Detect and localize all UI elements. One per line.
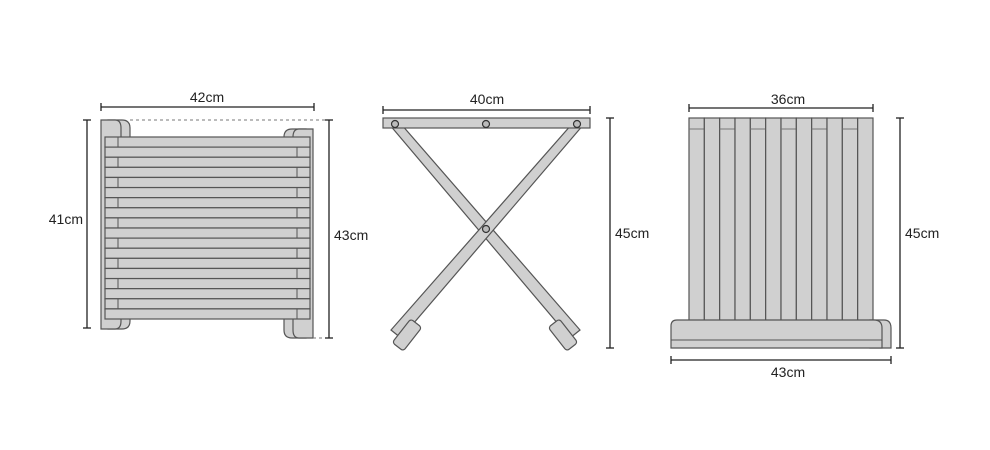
top-view: 42cm 41cm 43cm bbox=[49, 89, 368, 339]
seat-slat bbox=[104, 308, 311, 320]
height-label: 45cm bbox=[615, 225, 649, 241]
base-width-label: 43cm bbox=[771, 364, 805, 380]
width-label: 42cm bbox=[190, 89, 224, 105]
seat-slat bbox=[841, 117, 859, 323]
seat-slat bbox=[734, 117, 751, 323]
seat-slat bbox=[104, 288, 311, 300]
seat-slat bbox=[104, 186, 311, 199]
bolt-icon bbox=[390, 119, 400, 129]
seat-slat bbox=[719, 117, 736, 323]
seat-slat bbox=[104, 217, 311, 229]
side-view: 40cm 45cm bbox=[382, 91, 649, 351]
seat-slat bbox=[104, 176, 311, 189]
foot-cap-left bbox=[392, 319, 422, 351]
seat-slat bbox=[826, 117, 843, 323]
bolt-icon bbox=[572, 119, 582, 129]
seat-slat bbox=[104, 237, 311, 249]
seat-slat bbox=[104, 277, 311, 290]
top-width-label: 36cm bbox=[771, 91, 805, 107]
bolt-icon bbox=[481, 119, 491, 129]
seat-slat bbox=[104, 267, 311, 280]
pivot-bolt-icon bbox=[481, 224, 491, 234]
front-view: 36cm 45cm 43cm bbox=[670, 91, 939, 380]
seat-slat bbox=[857, 117, 874, 323]
seat-slat bbox=[688, 117, 705, 323]
seat-slat bbox=[811, 117, 828, 323]
overall-label: 43cm bbox=[334, 227, 368, 243]
seat-slat bbox=[104, 298, 311, 310]
seat-slat bbox=[749, 117, 767, 323]
seat-slat bbox=[104, 166, 311, 179]
seat-slat bbox=[104, 156, 311, 168]
foot-cap-right bbox=[548, 319, 578, 351]
seat-slat bbox=[765, 117, 782, 323]
seat-slat bbox=[104, 227, 311, 239]
depth-label: 41cm bbox=[49, 211, 83, 227]
seat-slat bbox=[104, 207, 311, 219]
width-label: 40cm bbox=[470, 91, 504, 107]
seat-slat bbox=[780, 117, 797, 323]
seat-slat bbox=[104, 146, 311, 158]
seat-slat bbox=[104, 247, 311, 259]
height-label: 45cm bbox=[905, 225, 939, 241]
seat-slat bbox=[104, 197, 311, 209]
seat-slat bbox=[104, 257, 311, 270]
seat-slat bbox=[104, 136, 311, 148]
seat-slat bbox=[795, 117, 813, 323]
base-rail bbox=[670, 319, 883, 349]
seat-slat bbox=[703, 117, 721, 323]
